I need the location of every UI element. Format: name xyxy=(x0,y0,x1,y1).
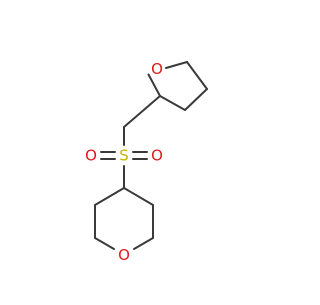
bond-thf-c2-c3 xyxy=(159,95,186,111)
atom-o-sulfonyl-left: O xyxy=(85,147,97,165)
atom-s: S xyxy=(119,147,129,165)
bond-thp-c2-o xyxy=(94,237,115,250)
bond-thf-c5-o xyxy=(165,61,188,69)
atom-o-thp: O xyxy=(118,246,130,264)
bond-thf-c4-c5 xyxy=(186,61,208,90)
bond-thf-c3-c4 xyxy=(184,88,208,111)
atom-o-thf: O xyxy=(151,60,163,78)
bond-c2-ch2 xyxy=(123,95,161,128)
bond-thp-o-c6 xyxy=(133,237,154,250)
bond-thp-c4-c3 xyxy=(94,187,125,206)
molecule-diagram: O S O O O xyxy=(85,60,208,264)
bond-thf-o-c2 xyxy=(147,73,161,97)
bond-thp-c5-c4 xyxy=(123,187,154,206)
atom-o-sulfonyl-right: O xyxy=(151,147,163,165)
structure-canvas: O S O O O xyxy=(85,60,208,264)
